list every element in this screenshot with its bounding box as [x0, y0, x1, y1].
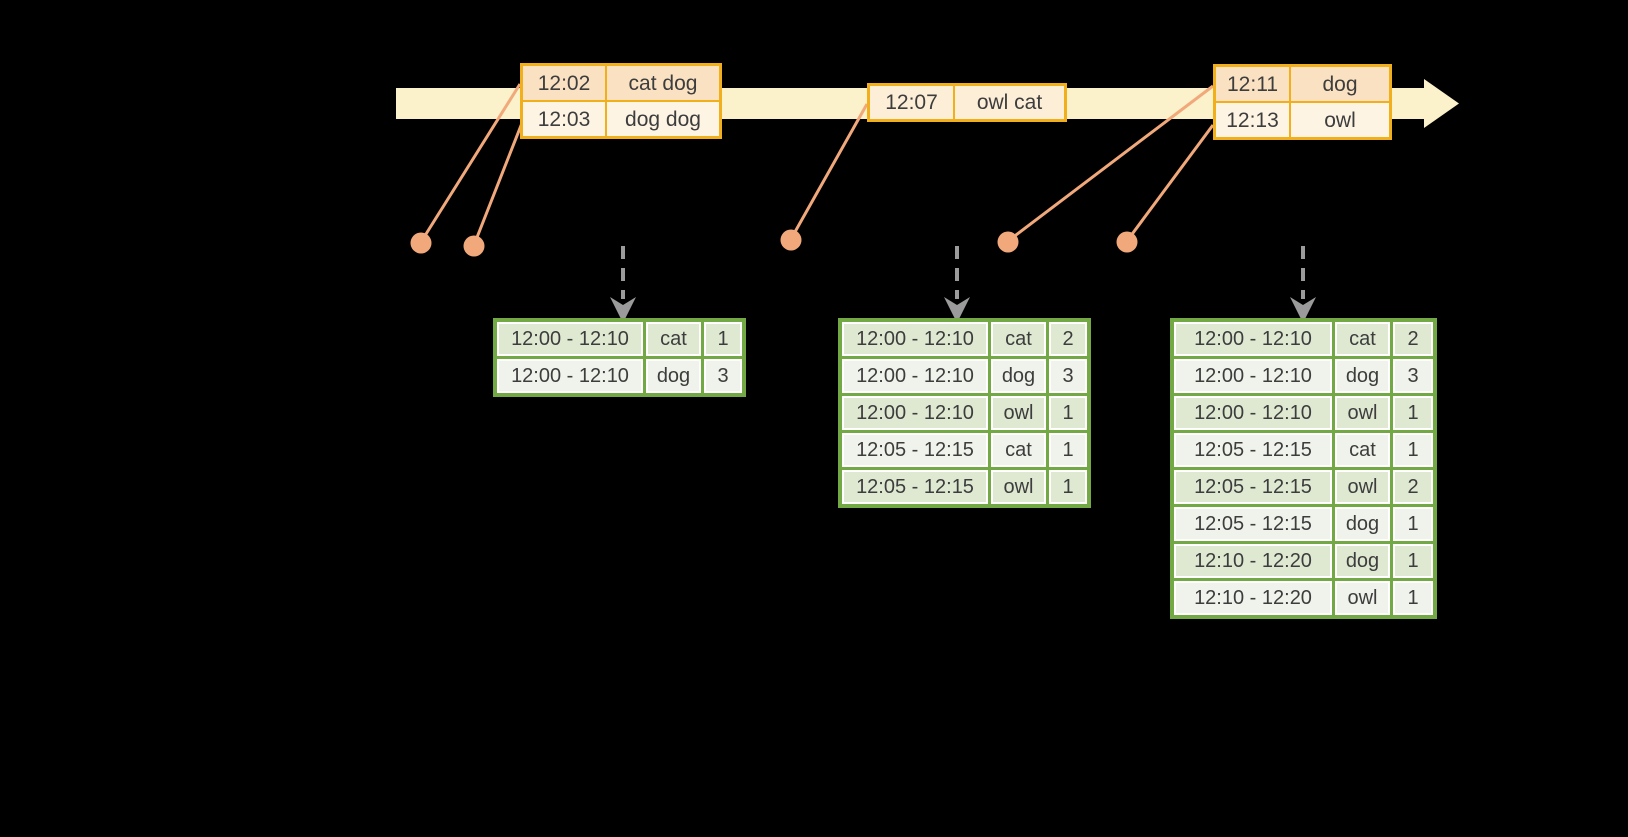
table-cell: 12:10 - 12:20	[1174, 544, 1332, 578]
table-cell: 12:00 - 12:10	[497, 359, 643, 393]
table-cell: dog dog	[607, 102, 719, 136]
table-cell: 1	[1393, 396, 1433, 430]
table-cell: 12:03	[523, 102, 605, 136]
table-cell: 2	[1049, 322, 1087, 356]
table-cell: 12:13	[1216, 103, 1289, 137]
table-cell: 3	[704, 359, 742, 393]
event-dot	[780, 229, 802, 251]
table-cell: dog	[1335, 544, 1390, 578]
table-cell: 3	[1393, 359, 1433, 393]
table-cell: 2	[1393, 470, 1433, 504]
table-cell: 12:00 - 12:10	[1174, 396, 1332, 430]
table-cell: owl	[1335, 581, 1390, 615]
table-cell: cat	[646, 322, 701, 356]
table-cell: dog	[991, 359, 1046, 393]
table-cell: 1	[1049, 470, 1087, 504]
table-cell: cat	[991, 322, 1046, 356]
table-cell: cat	[1335, 433, 1390, 467]
table-cell: 12:11	[1216, 67, 1289, 101]
table-cell: 1	[704, 322, 742, 356]
table-cell: 12:00 - 12:10	[842, 359, 988, 393]
table-cell: dog	[646, 359, 701, 393]
table-cell: 12:00 - 12:10	[842, 396, 988, 430]
table-cell: owl	[991, 470, 1046, 504]
table-cell: cat	[1335, 322, 1390, 356]
event-connector-line	[419, 83, 522, 243]
trigger-arrowhead-icon	[1290, 297, 1316, 323]
table-cell: 1	[1393, 581, 1433, 615]
table-cell: owl	[1335, 396, 1390, 430]
table-cell: dog	[1291, 67, 1389, 101]
table-cell: cat	[991, 433, 1046, 467]
timeline-arrowhead-icon	[1424, 79, 1459, 128]
table-cell: 12:05 - 12:15	[1174, 507, 1332, 541]
trigger-arrow	[944, 246, 970, 323]
table-cell: 12:05 - 12:15	[842, 433, 988, 467]
table-cell: 1	[1393, 507, 1433, 541]
table-cell: 12:00 - 12:10	[1174, 322, 1332, 356]
trigger-arrowhead-icon	[610, 297, 636, 323]
event-dot	[463, 235, 485, 257]
table-cell: owl	[1291, 103, 1389, 137]
event-dot	[997, 231, 1019, 253]
table-cell: 12:00 - 12:10	[842, 322, 988, 356]
table-cell: 12:05 - 12:15	[1174, 470, 1332, 504]
trigger-arrow	[610, 246, 636, 323]
table-cell: owl	[991, 396, 1046, 430]
table-cell: 1	[1049, 396, 1087, 430]
table-cell: 12:02	[523, 66, 605, 100]
trigger-arrow	[1290, 246, 1316, 323]
trigger-arrowhead-icon	[944, 297, 970, 323]
table-cell: cat dog	[607, 66, 719, 100]
event-connector-line	[472, 122, 524, 246]
event-connector-line	[1125, 124, 1215, 242]
table-cell: 12:05 - 12:15	[1174, 433, 1332, 467]
table-cell: 12:05 - 12:15	[842, 470, 988, 504]
event-dot	[1116, 231, 1138, 253]
table-cell: 12:00 - 12:10	[1174, 359, 1332, 393]
table-cell: 12:07	[870, 86, 953, 119]
table-cell: 12:10 - 12:20	[1174, 581, 1332, 615]
event-dot	[410, 232, 432, 254]
table-cell: dog	[1335, 359, 1390, 393]
table-cell: owl cat	[955, 86, 1064, 119]
table-cell: 3	[1049, 359, 1087, 393]
event-connector-line	[789, 103, 869, 240]
table-cell: 1	[1393, 544, 1433, 578]
table-cell: owl	[1335, 470, 1390, 504]
table-cell: dog	[1335, 507, 1390, 541]
table-cell: 1	[1393, 433, 1433, 467]
event-connector-line	[1007, 84, 1214, 243]
table-cell: 1	[1049, 433, 1087, 467]
table-cell: 2	[1393, 322, 1433, 356]
table-cell: 12:00 - 12:10	[497, 322, 643, 356]
